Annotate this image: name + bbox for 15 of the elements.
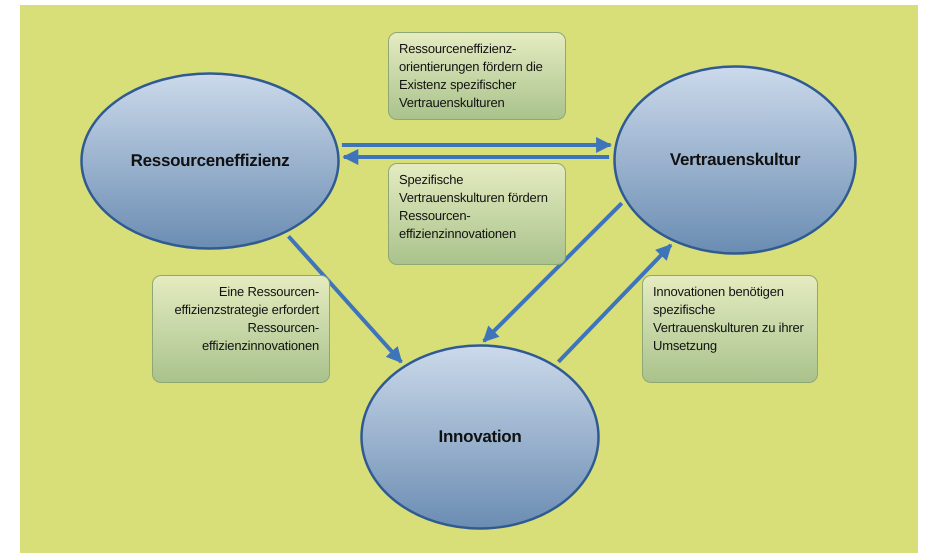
arrow: [287, 234, 403, 364]
edge-label: Eine Ressourcen- effizienzstrategie erfordert Ressourcen- effizienzinnovationen: [152, 275, 330, 383]
edge-label: Ressourceneffizienz- orientierungen fördern die Existenz spezifischer Vertrauenskulturen: [388, 32, 566, 120]
arrow: [556, 244, 672, 364]
node-label: Vertrauenskultur: [668, 150, 802, 170]
arrow: [342, 137, 612, 153]
ellipse-node: [613, 65, 857, 255]
arrow: [482, 202, 624, 343]
edge-label: Innovationen benötigen spezifische Vertrauenskulturen zu ihrer Umsetzung: [642, 275, 818, 383]
edge-label: Spezifische Vertrauenskulturen fördern Ressourcen- effizienzinnovationen: [388, 163, 566, 265]
ellipse-node: [80, 72, 340, 250]
node-label: Innovation: [438, 427, 522, 447]
ellipse-node: [360, 344, 600, 530]
arrow: [342, 149, 610, 165]
node-label: Ressourceneffizienz: [130, 151, 290, 171]
